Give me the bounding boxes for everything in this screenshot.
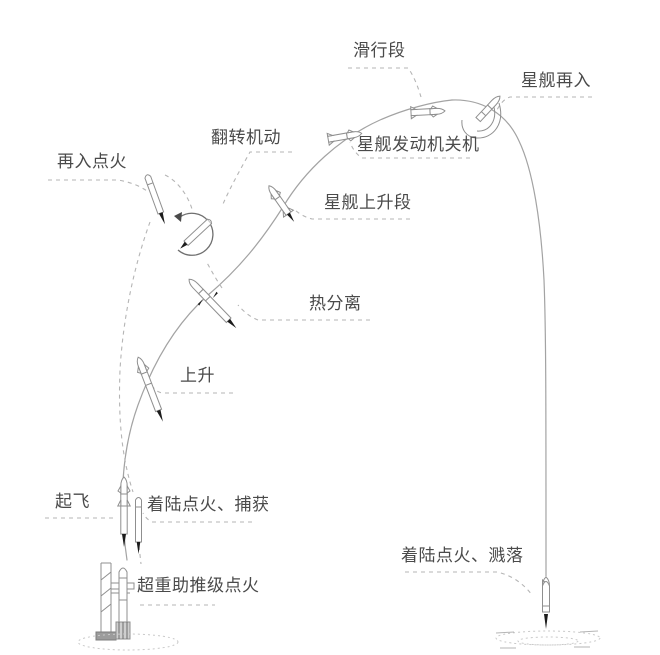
label-ascent: 上升 — [180, 366, 215, 385]
flip-to-burn-path — [164, 174, 193, 210]
ship-reentry-leader — [496, 96, 592, 111]
label-booster-ignition: 超重助推级点火 — [137, 576, 260, 595]
liftoff-rocket-icon — [116, 476, 132, 547]
label-ship-engine-cutoff: 星舰发动机关机 — [357, 135, 480, 154]
label-ship-reentry: 星舰再入 — [521, 71, 591, 90]
ship-ascent-leader — [293, 208, 410, 220]
label-ship-ascent: 星舰上升段 — [324, 193, 412, 212]
label-landing-burn-splashdown: 着陆点火、溅落 — [401, 546, 524, 565]
landing-catch-leader — [142, 512, 252, 523]
label-hot-staging: 热分离 — [309, 294, 362, 313]
hot-staging-leader — [237, 304, 370, 321]
label-landing-burn-catch: 着陆点火、捕获 — [147, 495, 270, 514]
coast-leader — [348, 67, 422, 98]
booster-return-path — [118, 221, 151, 493]
ascending-ship-icon — [268, 185, 295, 222]
reentry-burn-leader — [48, 179, 148, 192]
descending-booster-icon — [135, 497, 142, 554]
hotstage-to-flip-path — [205, 260, 223, 289]
rocket-on-pad-icon — [115, 567, 131, 640]
water-splash-icon — [495, 630, 601, 649]
pad-dust-icon — [77, 633, 179, 651]
label-reentry-burn: 再入点火 — [57, 152, 127, 171]
flip-maneuver-leader — [222, 151, 292, 205]
ascending-rocket-icon — [136, 356, 163, 422]
flip-maneuver-icon — [174, 212, 214, 256]
ascent-leader — [152, 386, 233, 394]
reentry-burn-booster-icon — [144, 174, 165, 225]
booster-catch-approach-path — [138, 545, 142, 565]
reentry-ship-icon — [461, 95, 501, 139]
splashdown-ship-icon — [542, 576, 551, 629]
label-flip-maneuver: 翻转机动 — [211, 128, 281, 147]
landing-splashdown-leader — [405, 571, 533, 596]
engine-cutoff-ship-icon — [326, 129, 363, 147]
ascent-trajectory-path — [121, 99, 453, 561]
coasting-ship-icon — [410, 105, 446, 120]
label-liftoff: 起飞 — [55, 492, 90, 511]
pad-flame-icon — [115, 621, 131, 640]
descent-trajectory-path — [451, 99, 547, 577]
hot-staging-rocket-icon — [188, 278, 237, 329]
label-coast: 滑行段 — [353, 41, 406, 60]
